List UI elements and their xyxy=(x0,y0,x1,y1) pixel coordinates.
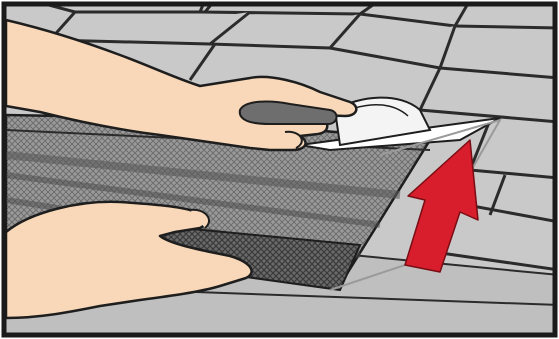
gutter-guard-install-illustration xyxy=(0,0,559,339)
illustration-frame xyxy=(0,0,559,339)
